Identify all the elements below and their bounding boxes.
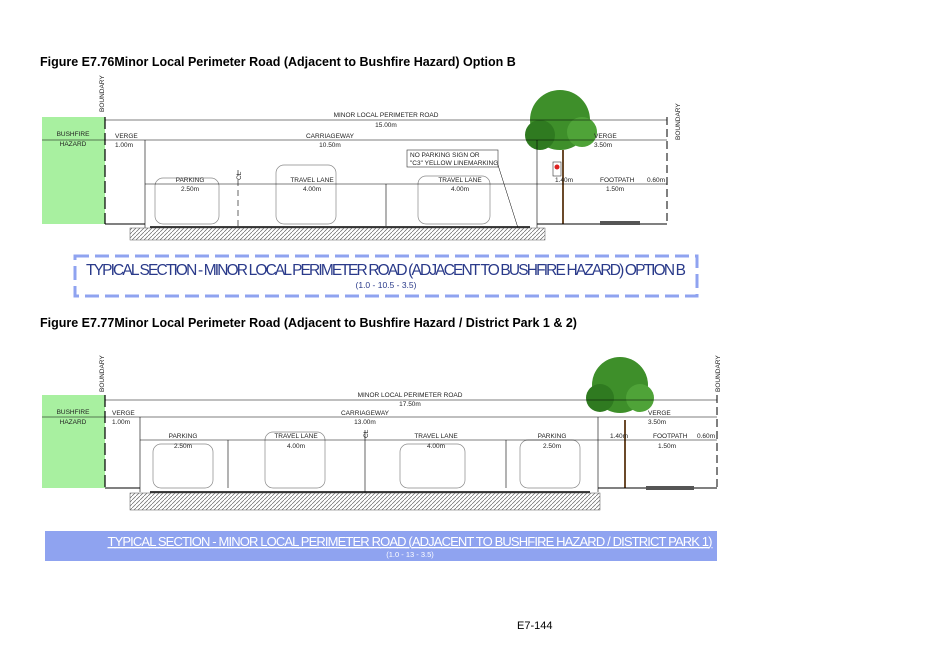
lane-width: 2.50m xyxy=(543,443,561,450)
carriageway-label: CARRIAGEWAY xyxy=(306,133,355,140)
verge-left-width: 1.00m xyxy=(115,142,133,149)
section-subtitle: (1.0 - 13 - 3.5) xyxy=(386,550,434,559)
figure-caption-2: Figure E7.77Minor Local Perimeter Road (… xyxy=(40,316,577,330)
verge-left-label: VERGE xyxy=(112,410,135,417)
pavement xyxy=(129,227,546,241)
lane-label: PARKING xyxy=(176,177,205,184)
car-icon xyxy=(154,177,220,225)
car-outlines xyxy=(152,431,581,489)
lane-label: TRAVEL LANE xyxy=(414,433,458,440)
centreline-label: CL xyxy=(236,171,243,180)
carriageway-label: CARRIAGEWAY xyxy=(341,410,390,417)
verge-right-label: VERGE xyxy=(594,133,617,140)
hazard-label: HAZARD xyxy=(60,141,87,148)
tree-icon xyxy=(586,357,654,488)
figure-1-drawing: BUSHFIRE HAZARD BOUNDARY BOUNDARY MINOR … xyxy=(42,75,699,298)
bushfire-hazard-zone xyxy=(42,395,105,488)
lane-width: 2.50m xyxy=(181,186,199,193)
boundary-label-left: BOUNDARY xyxy=(99,75,106,112)
road-width: 15.00m xyxy=(375,122,397,129)
lane-width: 4.00m xyxy=(303,186,321,193)
verge-right-width: 3.50m xyxy=(594,142,612,149)
road-label: MINOR LOCAL PERIMETER ROAD xyxy=(358,392,463,399)
hazard-label: BUSHFIRE xyxy=(57,409,91,416)
car-icon xyxy=(399,443,466,489)
lane-width: 4.00m xyxy=(451,186,469,193)
carriageway-width: 13.00m xyxy=(354,419,376,426)
hazard-label: BUSHFIRE xyxy=(57,131,91,138)
verge-left-width: 1.00m xyxy=(112,419,130,426)
note-line-2: "C3" YELLOW LINEMARKING xyxy=(410,160,498,167)
lane-label: TRAVEL LANE xyxy=(438,177,482,184)
car-icon xyxy=(417,175,491,225)
lane-label: TRAVEL LANE xyxy=(274,433,318,440)
verge-right-width: 3.50m xyxy=(648,419,666,426)
boundary-label-right: BOUNDARY xyxy=(715,355,722,392)
bushfire-hazard-zone xyxy=(42,117,105,224)
hazard-label: HAZARD xyxy=(60,419,87,426)
footpath-label: FOOTPATH xyxy=(600,177,635,184)
car-outlines xyxy=(154,164,491,225)
section-title: TYPICAL SECTION - MINOR LOCAL PERIMETER … xyxy=(108,534,713,549)
centreline-label: CL xyxy=(363,429,370,438)
car-icon xyxy=(275,164,337,225)
lane-width: 4.00m xyxy=(287,443,305,450)
carriageway-width: 10.50m xyxy=(319,142,341,149)
tree-icon xyxy=(525,90,597,224)
road-width: 17.50m xyxy=(399,401,421,408)
edge-width: 0.60m xyxy=(697,433,715,440)
pavement xyxy=(129,492,601,511)
footpath-slab xyxy=(600,221,640,225)
lane-label: PARKING xyxy=(169,433,198,440)
car-icon xyxy=(264,431,326,489)
page-number: E7-144 xyxy=(517,620,553,632)
footpath-width: 1.50m xyxy=(658,443,676,450)
lane-width: 4.00m xyxy=(427,443,445,450)
footpath-width: 1.50m xyxy=(606,186,624,193)
lane-width: 2.50m xyxy=(174,443,192,450)
verge-left-label: VERGE xyxy=(115,133,138,140)
section-title-box xyxy=(73,254,699,298)
note-box xyxy=(406,149,499,168)
boundary-label-right: BOUNDARY xyxy=(675,103,682,140)
road-label: MINOR LOCAL PERIMETER ROAD xyxy=(334,112,439,119)
footpath-label: FOOTPATH xyxy=(653,433,688,440)
footpath-slab xyxy=(646,486,694,490)
figure-2-drawing: BUSHFIRE HAZARD BOUNDARY BOUNDARY MINOR … xyxy=(42,355,722,561)
lane-label: TRAVEL LANE xyxy=(290,177,334,184)
edge-width: 0.60m xyxy=(647,177,665,184)
nature-strip-width: 1.40m xyxy=(610,433,628,440)
section-title-banner xyxy=(45,531,717,561)
figure-caption-1: Figure E7.76Minor Local Perimeter Road (… xyxy=(40,55,516,69)
car-icon xyxy=(152,443,214,489)
nature-strip-width: 1.40m xyxy=(555,177,573,184)
verge-right-label: VERGE xyxy=(648,410,671,417)
boundary-label-left: BOUNDARY xyxy=(99,355,106,392)
lane-label: PARKING xyxy=(538,433,567,440)
section-subtitle: (1.0 - 10.5 - 3.5) xyxy=(356,280,417,290)
note-line-1: NO PARKING SIGN OR xyxy=(410,152,480,159)
section-title: TYPICAL SECTION - MINOR LOCAL PERIMETER … xyxy=(86,262,686,279)
